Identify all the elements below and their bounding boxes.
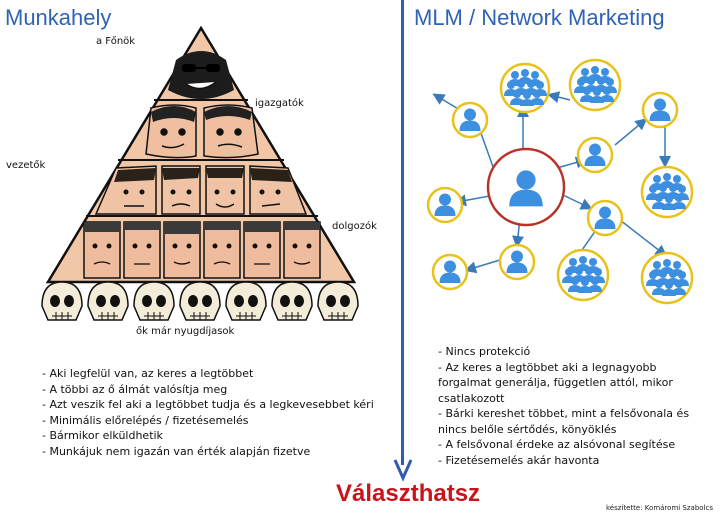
down-arrow-icon [393,459,413,482]
label-retired: ők már nyugdíjasok [136,326,235,337]
label-directors: igazgatók [255,98,304,109]
choice-heading: Választhatsz [336,480,481,507]
credit-text: készítette: Komáromi Szabolcs [606,504,714,512]
list-item: Az keres a legtöbbet aki a legnagyobb fo… [438,360,713,407]
list-item: Minimális előrelépés / fizetésemelés [42,413,397,429]
list-item: Bármikor elküldhetik [42,428,397,444]
list-item: A többi az ő álmát valósítja meg [42,382,397,398]
center-divider [401,0,404,465]
right-title: MLM / Network Marketing [414,5,665,30]
left-title: Munkahely [5,5,112,30]
pyramid-illustration [41,25,359,321]
label-leaders: vezetők [6,160,46,171]
list-item: Nincs protekció [438,344,713,360]
label-boss: a Főnök [96,36,136,47]
network-diagram [426,58,694,305]
list-item: Bárki kereshet többet, mint a felsővonal… [438,406,713,437]
list-item: Fizetésemelés akár havonta [438,453,713,469]
left-bullet-list: Aki legfelül van, az keres a legtöbbet A… [42,366,397,459]
boss-face [168,51,234,99]
list-item: Aki legfelül van, az keres a legtöbbet [42,366,397,382]
right-bullet-list: Nincs protekció Az keres a legtöbbet aki… [438,344,713,468]
list-item: Azt veszik fel aki a legtöbbet tudja és … [42,397,397,413]
skulls-row [41,281,359,321]
label-workers: dolgozók [332,221,377,232]
list-item: Munkájuk nem igazán van érték alapján fi… [42,444,397,460]
list-item: A felsővonal érdeke az alsóvonal segítés… [438,437,713,453]
